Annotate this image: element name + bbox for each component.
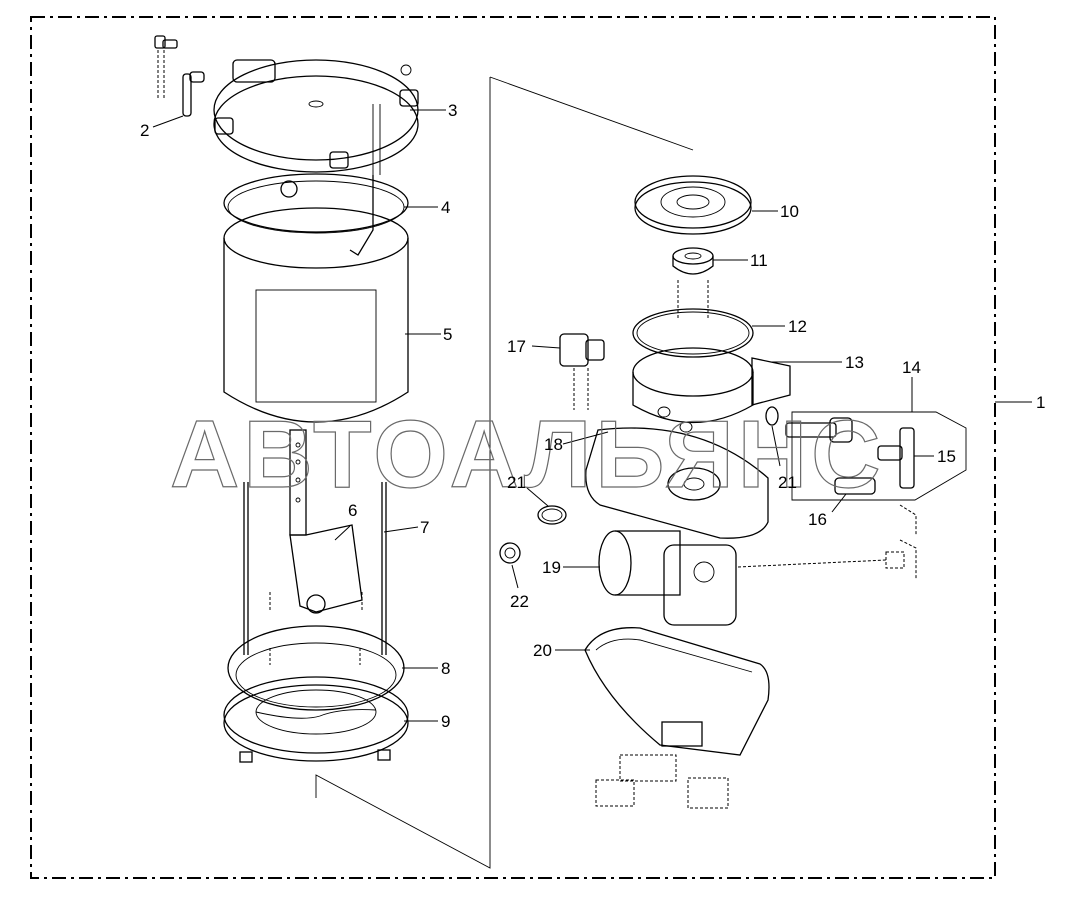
watermark: АВТОАЛЬЯНС xyxy=(170,401,884,508)
assembly-frame xyxy=(30,16,996,879)
part-4-seal xyxy=(223,173,409,234)
callout-13: 13 xyxy=(845,353,864,372)
callout-8: 8 xyxy=(441,659,450,678)
part-19-motor xyxy=(598,530,737,626)
callout-16: 16 xyxy=(808,510,827,529)
part-12-o-ring xyxy=(632,308,754,358)
callout-6: 6 xyxy=(348,501,357,520)
callout-9: 9 xyxy=(441,712,450,731)
part-21-22-seals-plug xyxy=(499,406,779,564)
part-13-pump-housing xyxy=(632,347,791,433)
leader-lines xyxy=(152,109,1032,722)
callout-17: 17 xyxy=(507,337,526,356)
callout-22: 22 xyxy=(510,592,529,611)
callout-2: 2 xyxy=(140,121,149,140)
callout-7: 7 xyxy=(420,518,429,537)
callout-1: 1 xyxy=(1036,393,1045,412)
callout-15: 15 xyxy=(937,447,956,466)
callout-20: 20 xyxy=(533,641,552,660)
callout-12: 12 xyxy=(788,317,807,336)
callout-18: 18 xyxy=(544,435,563,454)
callout-14: 14 xyxy=(902,358,921,377)
part-5-reservoir xyxy=(223,175,409,423)
section-lines xyxy=(315,76,694,869)
part-17-filler-coupling xyxy=(559,333,605,410)
callout-11: 11 xyxy=(750,251,768,270)
part-3-lid xyxy=(213,59,419,175)
part-20-base-housing xyxy=(584,627,770,809)
callout-21-right: 21 xyxy=(778,473,797,492)
callout-10: 10 xyxy=(780,202,799,221)
callout-labels: 2 3 4 5 6 7 8 9 10 11 12 13 14 15 16 17 … xyxy=(140,101,1045,731)
part-7-tie-rods xyxy=(243,482,387,655)
callout-19: 19 xyxy=(542,558,561,577)
part-9-base-ring xyxy=(223,676,409,763)
part-11-hub xyxy=(672,247,714,320)
callout-21-left: 21 xyxy=(507,473,526,492)
callout-4: 4 xyxy=(441,198,450,217)
callout-3: 3 xyxy=(448,101,457,120)
part-18-motor-cover xyxy=(585,427,769,539)
part-14-outlet-assembly xyxy=(737,411,967,580)
callout-5: 5 xyxy=(443,325,452,344)
part-2-fittings xyxy=(154,35,205,117)
part-8-base-plate xyxy=(227,625,405,711)
part-10-follower-plate xyxy=(634,175,752,235)
